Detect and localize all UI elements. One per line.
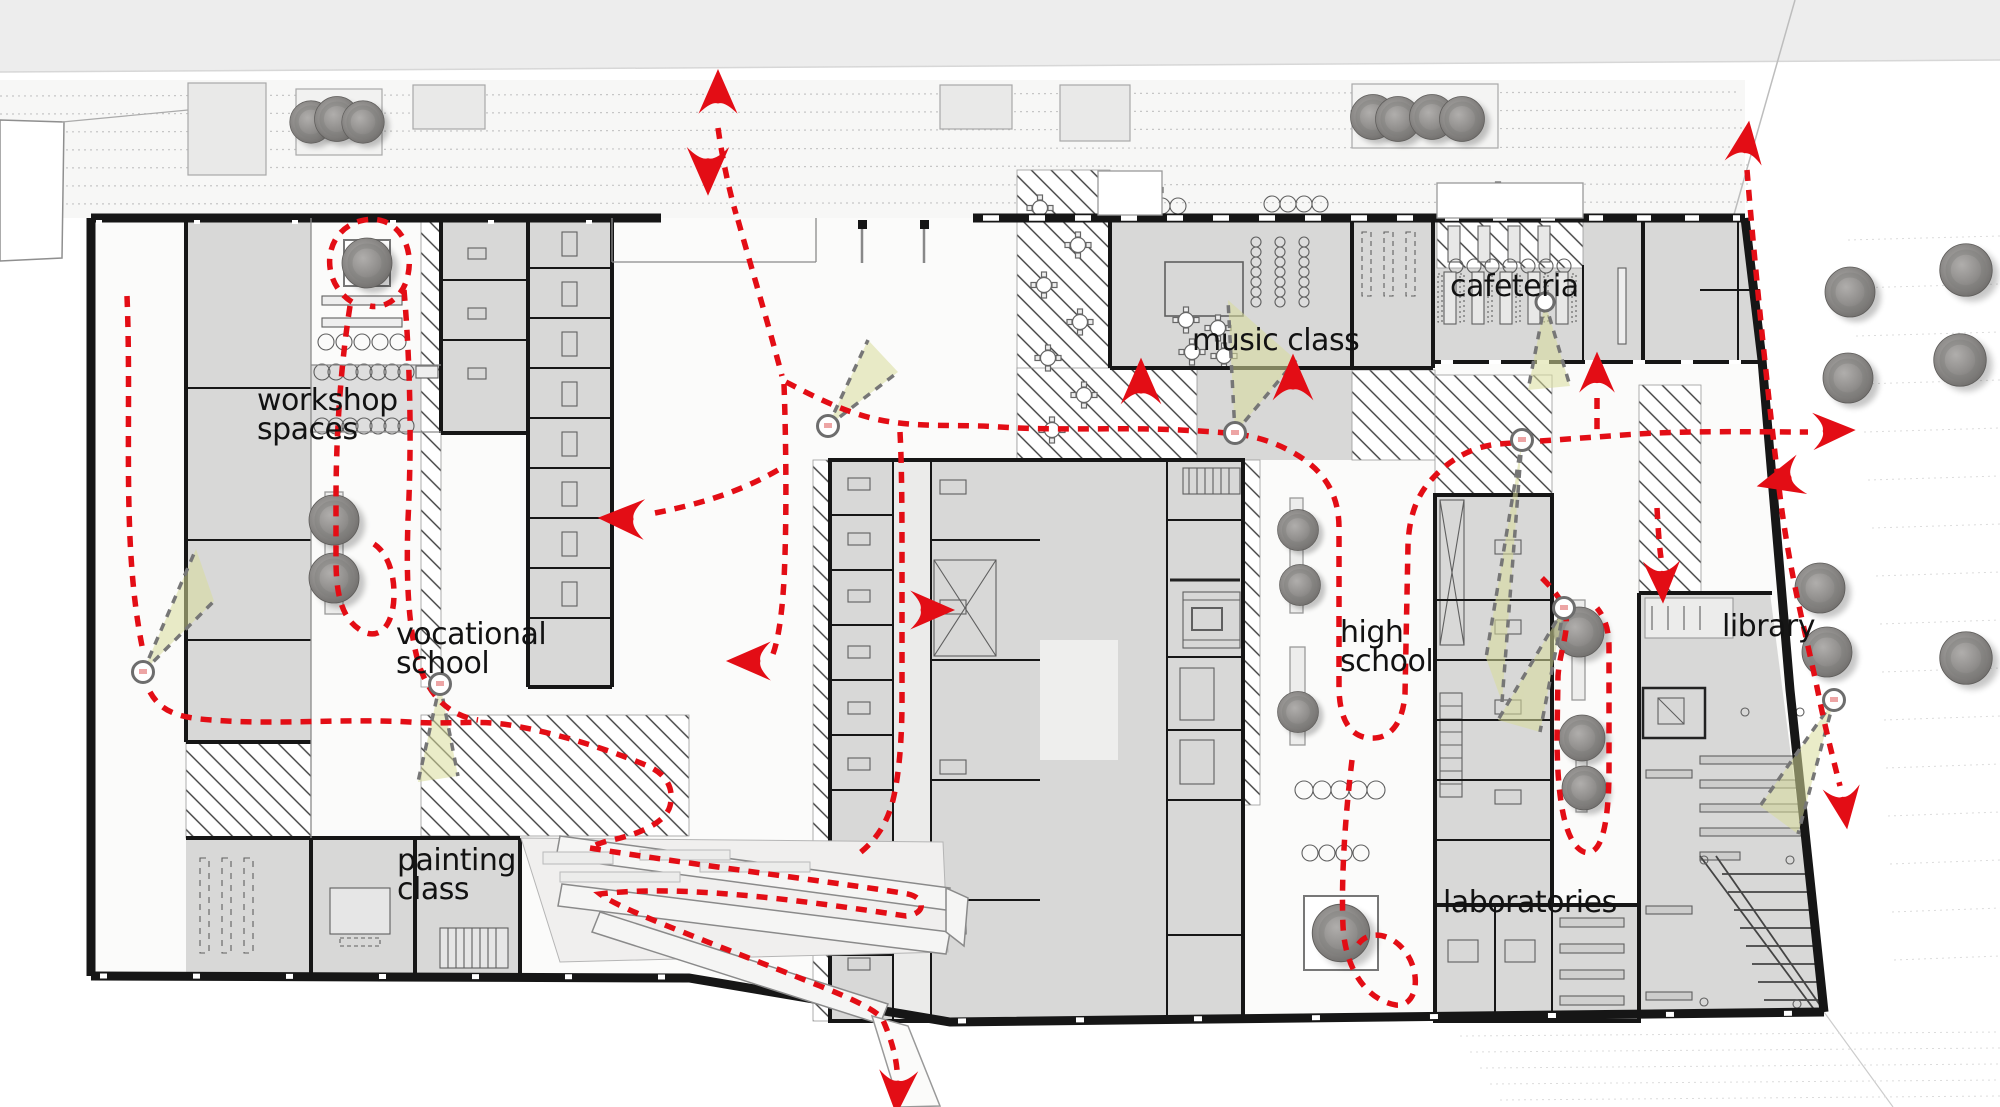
room-vocational-small bbox=[441, 222, 528, 433]
route-ramp-zigzag bbox=[589, 845, 924, 1071]
route-forecourt-down bbox=[770, 383, 789, 655]
viewpoint-icon bbox=[1822, 688, 1846, 712]
viewpoint-icon bbox=[1510, 428, 1534, 452]
route-court-strand-a bbox=[333, 305, 397, 637]
route-court-loop bbox=[327, 216, 413, 310]
route-main-spine bbox=[784, 379, 1809, 741]
viewpoint-icon bbox=[1552, 596, 1576, 620]
route-corridor-trees-loop bbox=[1540, 576, 1612, 856]
route-east-edge bbox=[1744, 169, 1843, 787]
room-label-laboratories: laboratories bbox=[1443, 885, 1617, 920]
entrance-posts bbox=[858, 220, 929, 263]
viewpoint-icon bbox=[1534, 291, 1556, 313]
route-entrance-in bbox=[735, 219, 785, 377]
route-corridor-south bbox=[854, 431, 905, 859]
circulation-routes bbox=[124, 127, 1843, 1071]
viewpoint-icon bbox=[816, 414, 840, 438]
route-court-strand-b bbox=[401, 289, 479, 723]
room-blocks bbox=[186, 218, 1824, 1021]
viewpoint-icon bbox=[1223, 421, 1247, 445]
route-entrance-out bbox=[715, 127, 739, 215]
room-label-cafeteria: cafeteria bbox=[1450, 269, 1579, 304]
room-music-seats bbox=[1352, 218, 1433, 368]
room-label-library: library bbox=[1722, 609, 1816, 644]
room-label-music-class: music class bbox=[1192, 323, 1360, 358]
room-vocational-classrooms bbox=[528, 222, 612, 687]
furniture bbox=[199, 195, 1823, 1013]
viewpoint-icon bbox=[131, 660, 155, 684]
route-south-gallery bbox=[147, 690, 674, 851]
exhibition-ramp bbox=[520, 835, 969, 1107]
room-workshop-spaces bbox=[186, 222, 311, 742]
site-parcel-outline bbox=[0, 119, 65, 262]
route-branch-west bbox=[654, 467, 780, 516]
route-west-entry bbox=[124, 295, 145, 647]
site-grid-right bbox=[1459, 235, 2000, 1101]
route-library-feed bbox=[1654, 507, 1664, 559]
viewpoint-markers bbox=[131, 291, 1846, 712]
route-labs-court-spiral bbox=[1339, 759, 1419, 1008]
viewpoint-icon bbox=[428, 672, 452, 696]
